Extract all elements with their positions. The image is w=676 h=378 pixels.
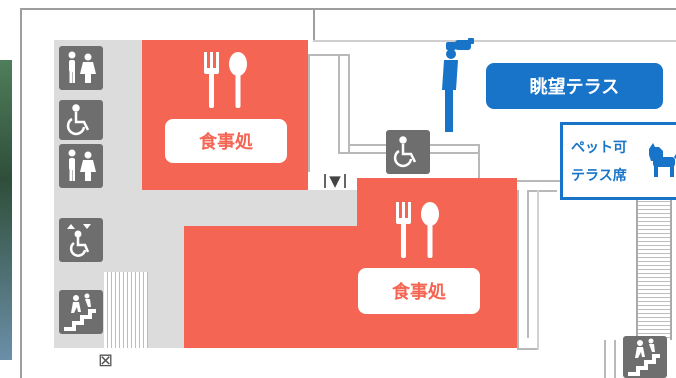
left-wall [20, 8, 22, 378]
restaurant-area-1 [142, 40, 308, 190]
walkway-line [478, 144, 480, 178]
right-stairs [636, 190, 672, 340]
walkway-line [308, 54, 310, 172]
walkway-line [338, 54, 340, 152]
entrance-arrow-icon: ▼ [318, 172, 352, 190]
fork-spoon-icon [392, 200, 444, 260]
top-wall [20, 8, 676, 10]
down-arrow-icon: ▼ [329, 171, 341, 190]
cross-box-icon: ⊠ [98, 350, 114, 371]
accessible-elevator-icon [59, 218, 103, 262]
fork-spoon-icon [200, 50, 252, 110]
walkway-line [517, 190, 519, 348]
dog-icon [645, 139, 676, 179]
accessible-toilet-icon [59, 100, 103, 140]
observation-terrace-label: 眺望テラス [486, 63, 663, 109]
walkway-line [517, 180, 597, 182]
stairs-icon [623, 336, 667, 378]
pet-terrace-box: ペット可 テラス席 [560, 122, 676, 200]
middle-corridor [112, 190, 357, 226]
restaurant-label-2: 食事処 [358, 268, 480, 314]
right-wall-top [313, 40, 676, 42]
walkway-line [604, 340, 606, 378]
photo-edge-left [0, 60, 12, 360]
binoculars-person-icon [438, 36, 478, 136]
pet-terrace-line-1: ペット可 [571, 140, 627, 156]
restaurant-label-1: 食事処 [165, 119, 287, 163]
walkway-line [348, 54, 350, 152]
walkway-line [308, 54, 348, 56]
stairs-icon [59, 290, 103, 334]
walkway-line [537, 190, 539, 350]
walkway-line [614, 340, 616, 378]
restroom-babycare-icon [59, 46, 103, 90]
center-vertical-wall [313, 8, 315, 40]
walkway-line [527, 190, 529, 338]
restroom-babycare-icon [59, 144, 103, 188]
pet-terrace-line-2: テラス席 [571, 168, 627, 184]
left-stairs [104, 272, 148, 348]
walkway-line [527, 190, 557, 192]
accessible-toilet-icon [386, 130, 430, 174]
walkway-line [517, 348, 537, 350]
